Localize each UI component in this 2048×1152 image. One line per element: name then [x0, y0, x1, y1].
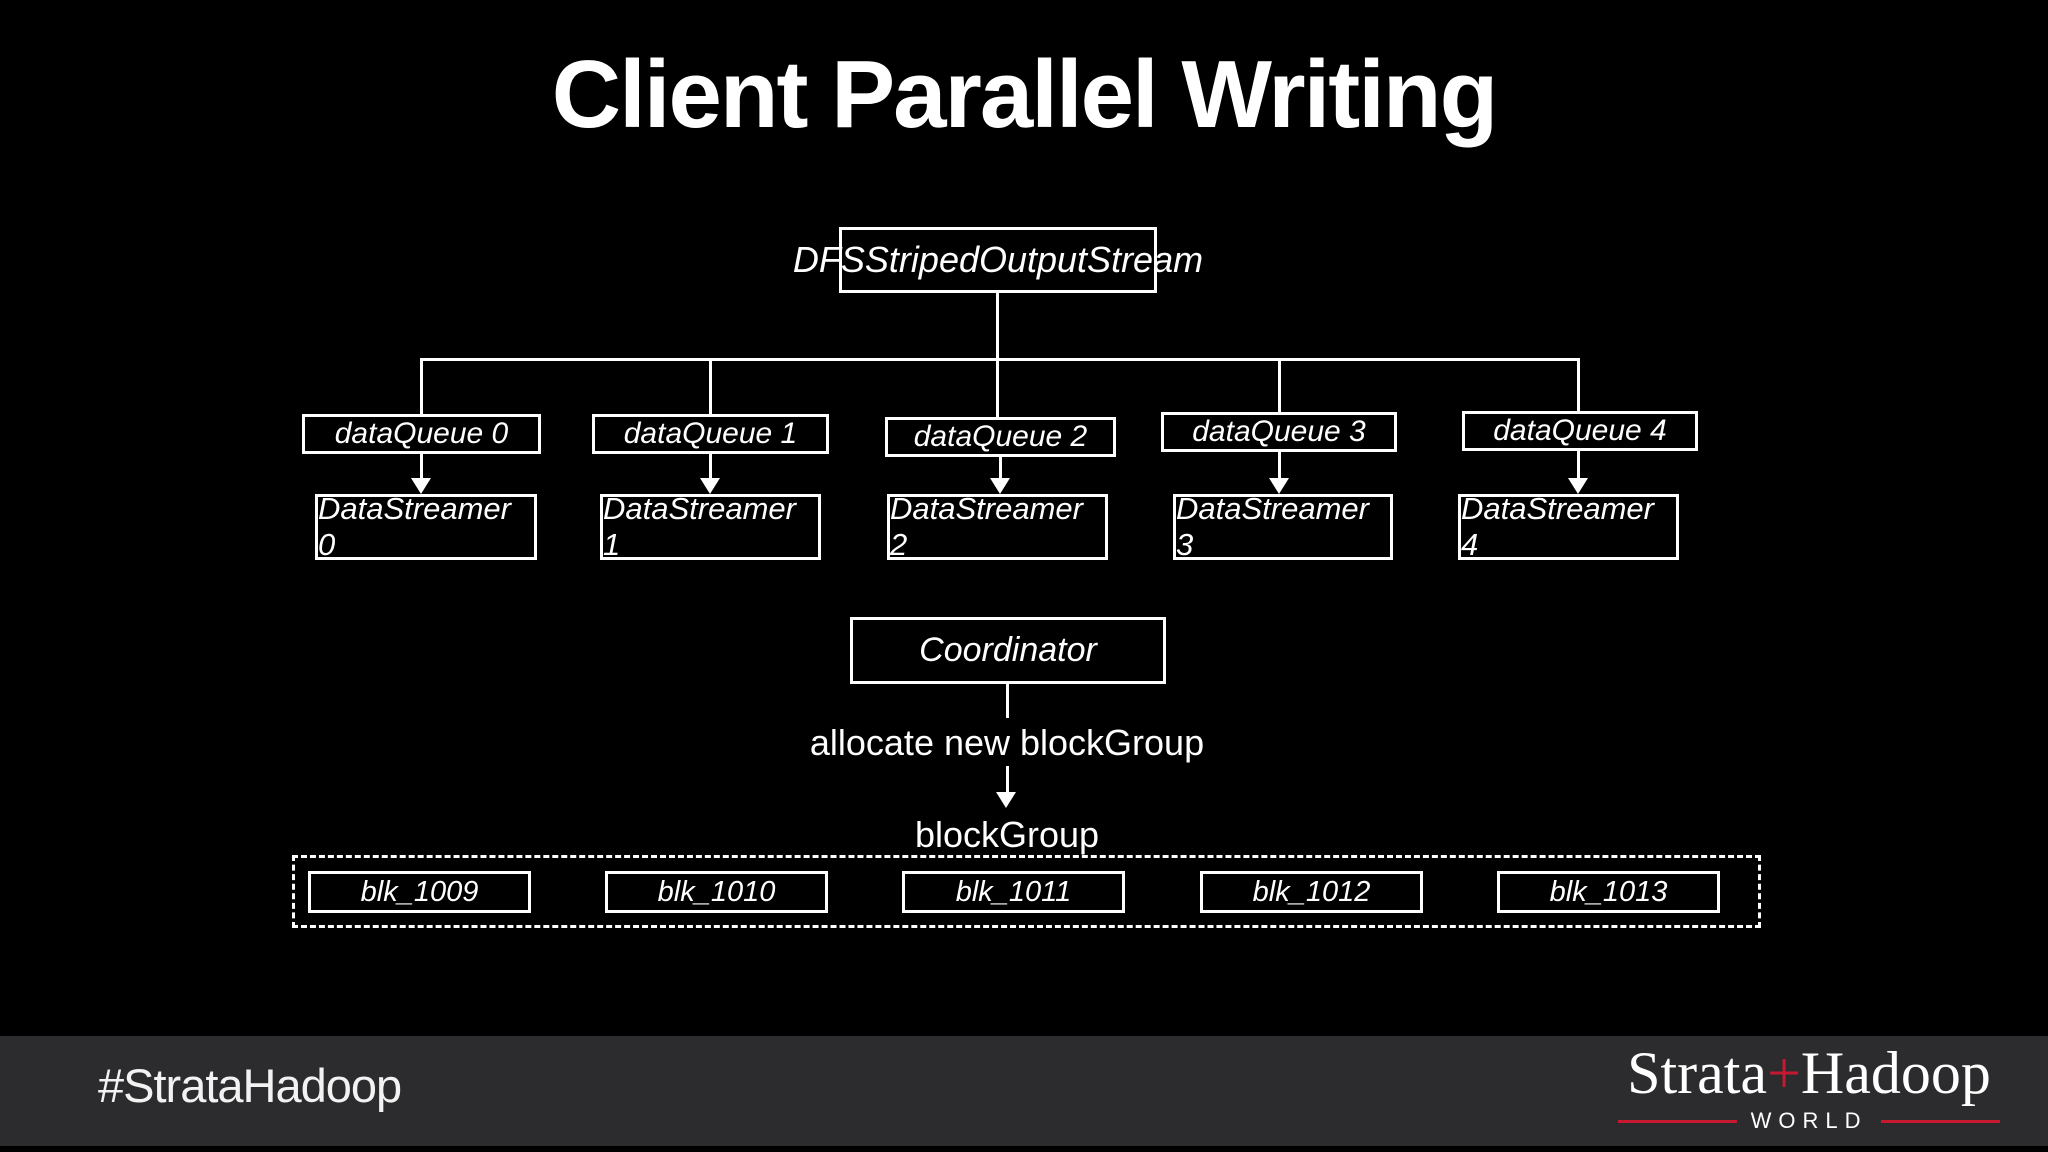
blockgroup-dashed-container: [292, 855, 1761, 928]
allocate-arrow-line: [1006, 766, 1009, 792]
coordinator-box: Coordinator: [850, 617, 1166, 684]
data-queue-label-4: dataQueue 4: [1493, 414, 1667, 447]
logo-plus-icon: +: [1767, 1040, 1801, 1106]
block-box-4: blk_1013: [1497, 871, 1720, 913]
block-box-1: blk_1010: [605, 871, 828, 913]
queue-stub-line-3: [1278, 358, 1281, 414]
logo-subline: WORLD: [1618, 1108, 2001, 1134]
data-queue-label-2: dataQueue 2: [913, 420, 1088, 453]
logo-rule-right: [1881, 1119, 2001, 1123]
blockgroup-label: blockGroup: [914, 814, 1100, 855]
data-queue-label-1: dataQueue 1: [623, 417, 798, 450]
data-queue-box-3: dataQueue 3: [1161, 412, 1397, 452]
queue-streamer-arrowhead-3: [1269, 478, 1289, 494]
block-box-0: blk_1009: [308, 871, 531, 913]
logo-world-label: WORLD: [1750, 1108, 1868, 1133]
queue-streamer-arrow-line-2: [999, 457, 1002, 478]
data-streamer-box-1: DataStreamer 1: [600, 491, 821, 562]
block-label-4: blk_1013: [1549, 875, 1668, 908]
queue-streamer-arrowhead-2: [990, 478, 1010, 494]
queue-streamer-arrowhead-0: [411, 478, 431, 494]
data-streamer-label-1: DataStreamer 1: [603, 491, 796, 562]
queue-stub-line-0: [420, 358, 423, 416]
logo-hadoop-text: Hadoop: [1800, 1040, 1991, 1106]
queue-streamer-arrowhead-1: [700, 478, 720, 494]
data-queue-box-0: dataQueue 0: [302, 414, 541, 454]
queue-stub-line-1: [709, 358, 712, 416]
queue-streamer-arrow-line-4: [1577, 451, 1580, 478]
data-queue-box-2: dataQueue 2: [885, 417, 1116, 457]
data-streamer-box-3: DataStreamer 3: [1173, 491, 1393, 562]
data-streamer-label-3: DataStreamer 3: [1176, 491, 1369, 562]
block-box-2: blk_1011: [902, 871, 1125, 913]
data-queue-box-1: dataQueue 1: [592, 414, 829, 454]
allocate-new-blockgroup-label: allocate new blockGroup: [809, 722, 1205, 763]
block-label-3: blk_1012: [1252, 875, 1371, 908]
connector-line-horizontal: [420, 358, 1580, 361]
root-drop-line: [996, 292, 999, 418]
hashtag-label: #StrataHadoop: [98, 1059, 402, 1112]
block-label-1: blk_1010: [657, 875, 776, 908]
strata-hadoop-logo: Strata+Hadoop WORLD: [1618, 1042, 2001, 1134]
block-label-2: blk_1011: [955, 875, 1072, 908]
queue-streamer-arrowhead-4: [1568, 478, 1588, 494]
data-queue-box-4: dataQueue 4: [1462, 411, 1698, 451]
coordinator-drop-line: [1006, 684, 1009, 718]
slide-title: Client Parallel Writing: [551, 41, 1498, 148]
block-label-0: blk_1009: [360, 875, 479, 908]
queue-streamer-arrow-line-0: [420, 454, 423, 478]
logo-rule-left: [1618, 1119, 1737, 1123]
dfs-striped-output-stream-box: DFSStripedOutputStream: [793, 227, 1203, 293]
data-streamer-box-4: DataStreamer 4: [1458, 491, 1679, 562]
data-streamer-label-4: DataStreamer 4: [1461, 491, 1654, 562]
logo-wordmark: Strata+Hadoop: [1618, 1042, 2000, 1104]
coordinator-label: Coordinator: [919, 631, 1097, 669]
data-streamer-box-2: DataStreamer 2: [887, 491, 1108, 562]
footer-bar: #StrataHadoop Strata+Hadoop WORLD: [0, 1036, 2048, 1146]
data-streamer-label-2: DataStreamer 2: [890, 491, 1083, 562]
data-streamer-label-0: DataStreamer 0: [318, 491, 511, 562]
allocate-arrowhead: [996, 792, 1016, 808]
queue-stub-line-4: [1577, 358, 1580, 412]
block-box-3: blk_1012: [1200, 871, 1423, 913]
queue-streamer-arrow-line-3: [1278, 452, 1281, 478]
logo-strata-text: Strata: [1627, 1040, 1768, 1106]
queue-streamer-arrow-line-1: [709, 454, 712, 478]
data-queue-label-3: dataQueue 3: [1192, 415, 1366, 448]
dfs-striped-output-stream-label: DFSStripedOutputStream: [792, 239, 1204, 280]
data-queue-label-0: dataQueue 0: [334, 417, 509, 450]
data-streamer-box-0: DataStreamer 0: [315, 491, 537, 562]
